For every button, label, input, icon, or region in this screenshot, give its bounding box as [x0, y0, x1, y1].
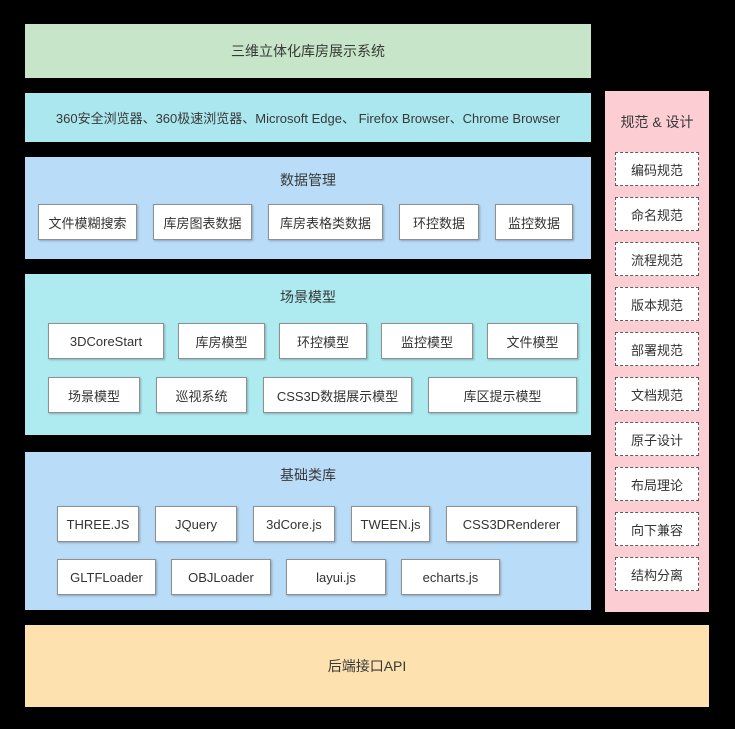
section-base-libraries: 基础类库 THREE.JS JQuery 3dCore.js TWEEN.js … [25, 452, 591, 610]
scene-item-file-model: 文件模型 [487, 323, 578, 359]
lib-item-jquery: JQuery [155, 506, 237, 542]
data-management-row: 文件模糊搜索 库房图表数据 库房表格类数据 环控数据 监控数据 [25, 204, 591, 240]
design-standards-panel: 规范 & 设计 编码规范 命名规范 流程规范 版本规范 部署规范 文档规范 原子… [605, 91, 709, 612]
section-data-management: 数据管理 文件模糊搜索 库房图表数据 库房表格类数据 环控数据 监控数据 [25, 157, 591, 259]
backend-api-label: 后端接口API [327, 658, 407, 674]
lib-item-tweenjs: TWEEN.js [351, 506, 430, 542]
lib-item-threejs: THREE.JS [57, 506, 139, 542]
scene-item-warehouse-model: 库房模型 [178, 323, 265, 359]
lib-item-layuijs: layui.js [286, 559, 386, 595]
lib-item-css3drenderer: CSS3DRenderer [446, 506, 577, 542]
scene-item-scene-model: 场景模型 [48, 377, 140, 413]
lib-item-gltfloader: GLTFLoader [57, 559, 156, 595]
design-items-list: 编码规范 命名规范 流程规范 版本规范 部署规范 文档规范 原子设计 布局理论 … [615, 152, 699, 591]
lib-item-3dcorejs: 3dCore.js [253, 506, 335, 542]
scene-item-monitoring-model: 监控模型 [381, 323, 473, 359]
design-item-layout-theory: 布局理论 [615, 467, 699, 501]
design-item-structure-separation: 结构分离 [615, 557, 699, 591]
section-title: 数据管理 [280, 172, 336, 188]
browsers-list: 360安全浏览器、360极速浏览器、Microsoft Edge、 Firefo… [55, 111, 561, 126]
lib-item-echartsjs: echarts.js [401, 559, 500, 595]
system-title-banner: 三维立体化库房展示系统 [25, 24, 591, 78]
section-title: 基础类库 [280, 467, 336, 483]
backend-api-banner: 后端接口API [25, 625, 709, 707]
scene-item-patrol-system: 巡视系统 [156, 377, 247, 413]
section-scene-models: 场景模型 3DCoreStart 库房模型 环控模型 监控模型 文件模型 场景模… [25, 274, 591, 435]
base-libraries-row-2: GLTFLoader OBJLoader layui.js echarts.js [25, 559, 591, 595]
design-item-naming-standard: 命名规范 [615, 197, 699, 231]
design-item-coding-standard: 编码规范 [615, 152, 699, 186]
data-item-env-control-data: 环控数据 [399, 204, 479, 240]
system-title: 三维立体化库房展示系统 [231, 43, 385, 59]
design-item-documentation-standard: 文档规范 [615, 377, 699, 411]
data-item-monitoring-data: 监控数据 [495, 204, 573, 240]
data-item-warehouse-table-data: 库房表格类数据 [268, 204, 383, 240]
scene-item-css3d-data-display-model: CSS3D数据展示模型 [263, 377, 412, 413]
data-item-warehouse-chart-data: 库房图表数据 [153, 204, 252, 240]
section-title: 场景模型 [280, 289, 336, 305]
design-item-deployment-standard: 部署规范 [615, 332, 699, 366]
scene-models-row-1: 3DCoreStart 库房模型 环控模型 监控模型 文件模型 [25, 323, 591, 359]
design-item-atomic-design: 原子设计 [615, 422, 699, 456]
design-item-process-standard: 流程规范 [615, 242, 699, 276]
design-panel-title: 规范 & 设计 [620, 114, 694, 130]
lib-item-objloader: OBJLoader [171, 559, 271, 595]
base-libraries-row-1: THREE.JS JQuery 3dCore.js TWEEN.js CSS3D… [25, 506, 591, 542]
data-item-file-fuzzy-search: 文件模糊搜索 [38, 204, 137, 240]
scene-item-env-control-model: 环控模型 [279, 323, 367, 359]
scene-item-3dcorestart: 3DCoreStart [48, 323, 164, 359]
browsers-banner: 360安全浏览器、360极速浏览器、Microsoft Edge、 Firefo… [25, 93, 591, 142]
scene-models-row-2: 场景模型 巡视系统 CSS3D数据展示模型 库区提示模型 [25, 377, 591, 413]
scene-item-storage-area-tip-model: 库区提示模型 [428, 377, 577, 413]
design-item-version-standard: 版本规范 [615, 287, 699, 321]
design-item-backward-compatibility: 向下兼容 [615, 512, 699, 546]
